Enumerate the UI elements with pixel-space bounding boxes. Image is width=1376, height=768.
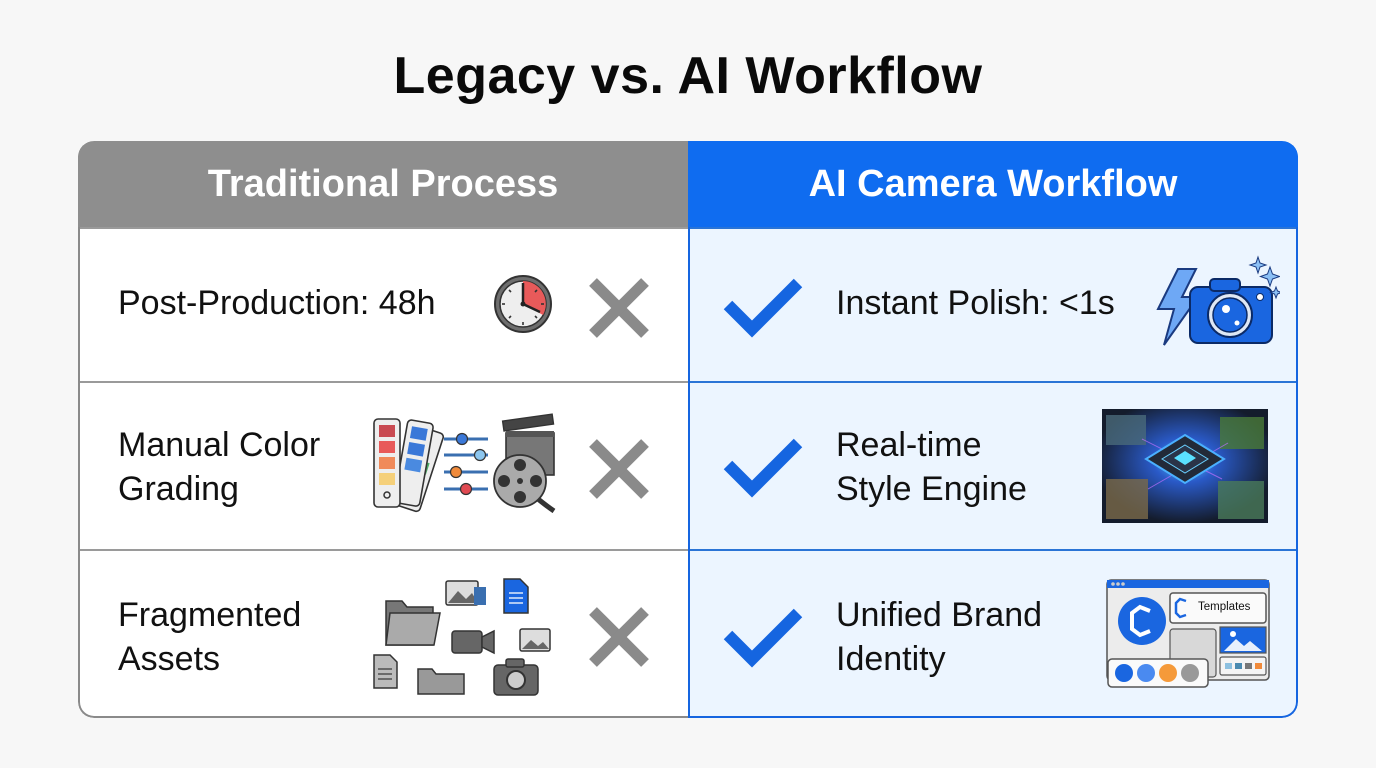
check-icon	[723, 608, 803, 668]
brand-kit-icon: Templates	[1106, 579, 1270, 689]
ai-row-instant-polish: Instant Polish: <1s	[690, 227, 1296, 381]
color-grading-tools-icon	[373, 413, 556, 513]
check-icon	[723, 278, 803, 338]
row-label-line2: Assets	[118, 640, 221, 678]
row-label-line1: Fragmented	[118, 596, 302, 634]
traditional-column: Traditional Process Post-Production: 48h	[78, 141, 688, 718]
row-label-line2: Grading	[118, 470, 239, 508]
comparison-table: Traditional Process Post-Production: 48h	[78, 141, 1298, 718]
row-label-line1: Real-time	[836, 426, 982, 464]
page-title: Legacy vs. AI Workflow	[393, 47, 983, 105]
ai-column: AI Camera Workflow Instant Polish: <1s	[688, 141, 1298, 718]
row-label: Instant Polish: <1s	[836, 284, 1115, 322]
ai-header: AI Camera Workflow	[688, 141, 1298, 227]
traditional-header: Traditional Process	[78, 141, 688, 227]
templates-label: Templates	[1198, 601, 1251, 613]
cross-icon	[589, 278, 649, 338]
stopwatch-icon	[494, 275, 552, 333]
cross-icon	[589, 607, 649, 667]
traditional-row-color-grading: Manual Color Grading	[80, 381, 688, 549]
traditional-row-fragmented-assets: Fragmented Assets	[80, 549, 688, 718]
ai-chip-image	[1102, 409, 1268, 523]
row-label-line1: Unified Brand	[836, 596, 1043, 634]
row-label-line2: Identity	[836, 640, 946, 678]
row-label-line2: Style Engine	[836, 470, 1027, 508]
traditional-row-post-production: Post-Production: 48h	[80, 227, 688, 381]
check-icon	[723, 438, 803, 498]
flash-camera-icon	[1156, 255, 1280, 346]
row-label-line1: Manual Color	[118, 426, 321, 464]
row-label: Post-Production: 48h	[118, 284, 436, 322]
ai-row-style-engine: Real-time Style Engine	[690, 381, 1296, 549]
scattered-files-icon	[373, 578, 551, 696]
ai-row-brand-identity: Unified Brand Identity	[690, 549, 1296, 718]
cross-icon	[589, 439, 649, 499]
